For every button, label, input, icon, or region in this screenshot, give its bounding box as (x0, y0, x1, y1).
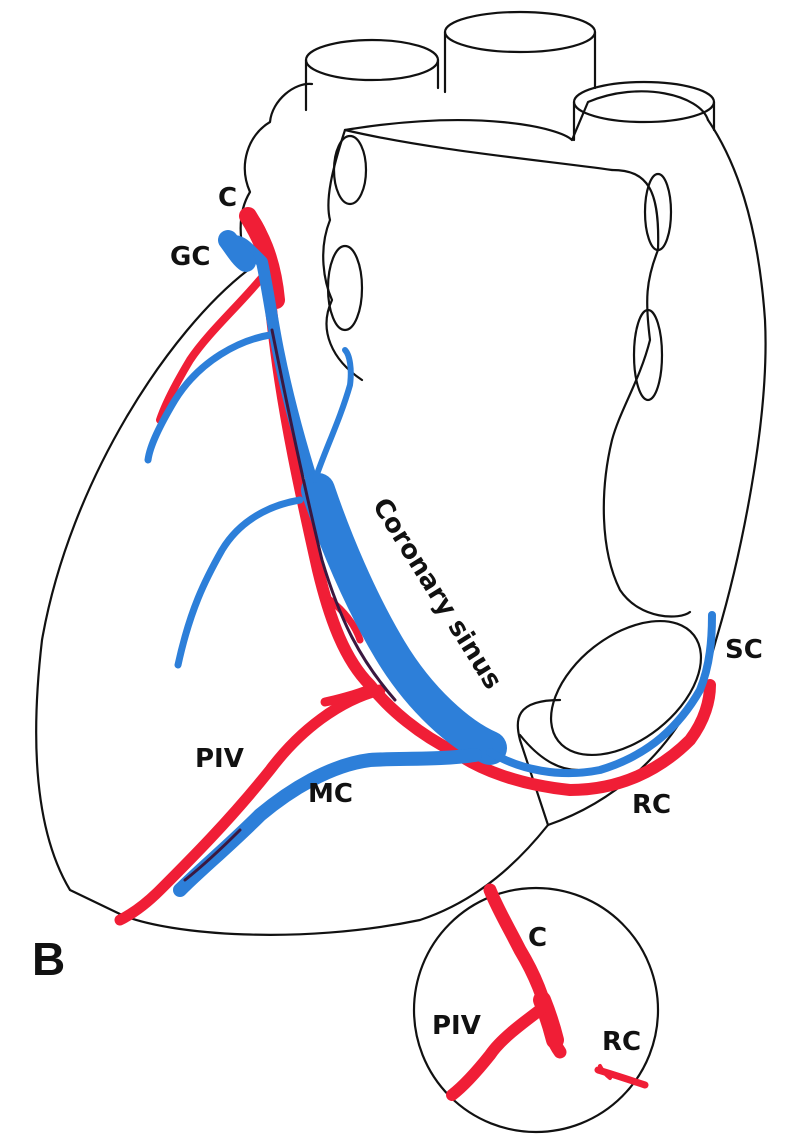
inset-label-rc: RC (602, 1027, 641, 1057)
pulmonary-veins (328, 136, 671, 400)
label-c: C (218, 183, 237, 213)
labels: C GC Coronary sinus SC PIV MC RC B (32, 183, 763, 985)
inset-label-c: C (528, 923, 547, 953)
label-rc: RC (632, 790, 671, 820)
label-piv: PIV (195, 744, 244, 774)
great-vessels (306, 12, 714, 140)
label-mc: MC (308, 779, 353, 809)
inset: C PIV RC (414, 888, 658, 1132)
label-sc: SC (725, 635, 763, 665)
inset-label-piv: PIV (432, 1011, 481, 1041)
inferior-vena-cava (526, 594, 726, 782)
label-gc: GC (170, 242, 210, 272)
panel-label: B (32, 933, 65, 985)
